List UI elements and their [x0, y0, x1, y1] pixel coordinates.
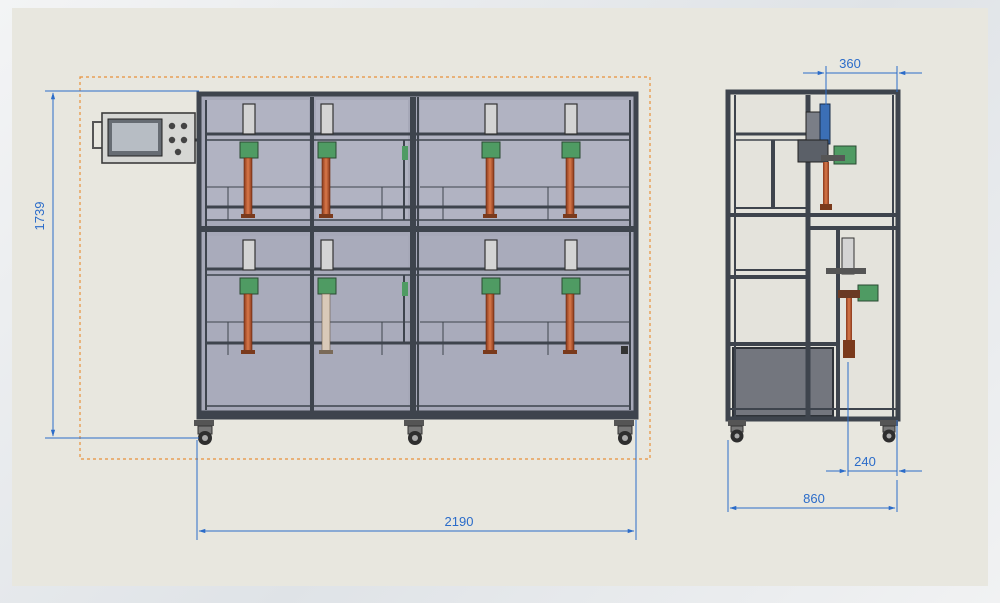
actuator-icon: [317, 239, 337, 354]
caster-wheel-icon: [404, 420, 424, 445]
height-dimension: [45, 90, 199, 439]
caster-wheel-icon: [614, 420, 634, 445]
actuator-icon: [481, 103, 501, 218]
actuator-icon: [239, 103, 259, 218]
caster-wheel-icon: [880, 420, 898, 443]
width-dimension-label: 2190: [445, 514, 474, 529]
actuator-icon: [239, 239, 259, 354]
actuator-icon: [317, 103, 337, 218]
bounding-envelope: [79, 76, 651, 460]
side-top-dimension: [803, 66, 922, 106]
control-panel-icon: [92, 112, 199, 164]
front-view: [79, 76, 651, 460]
side-depth-dimension: [727, 440, 898, 512]
side-bottom-panel: [732, 347, 834, 417]
height-dimension-label: 1739: [32, 202, 47, 231]
actuator-icon: [481, 239, 501, 354]
caster-wheel-icon: [728, 420, 746, 443]
side-view: [725, 89, 901, 443]
width-dimension: [196, 420, 637, 540]
side-offset-dimension-label: 240: [854, 454, 876, 469]
actuator-icon: [561, 239, 581, 354]
actuator-icon: [561, 103, 581, 218]
cabinet-frame: [196, 91, 639, 420]
side-top-dimension-label: 360: [839, 56, 861, 71]
caster-wheel-icon: [194, 420, 214, 445]
side-depth-dimension-label: 860: [803, 491, 825, 506]
side-offset-dimension: [826, 362, 922, 476]
